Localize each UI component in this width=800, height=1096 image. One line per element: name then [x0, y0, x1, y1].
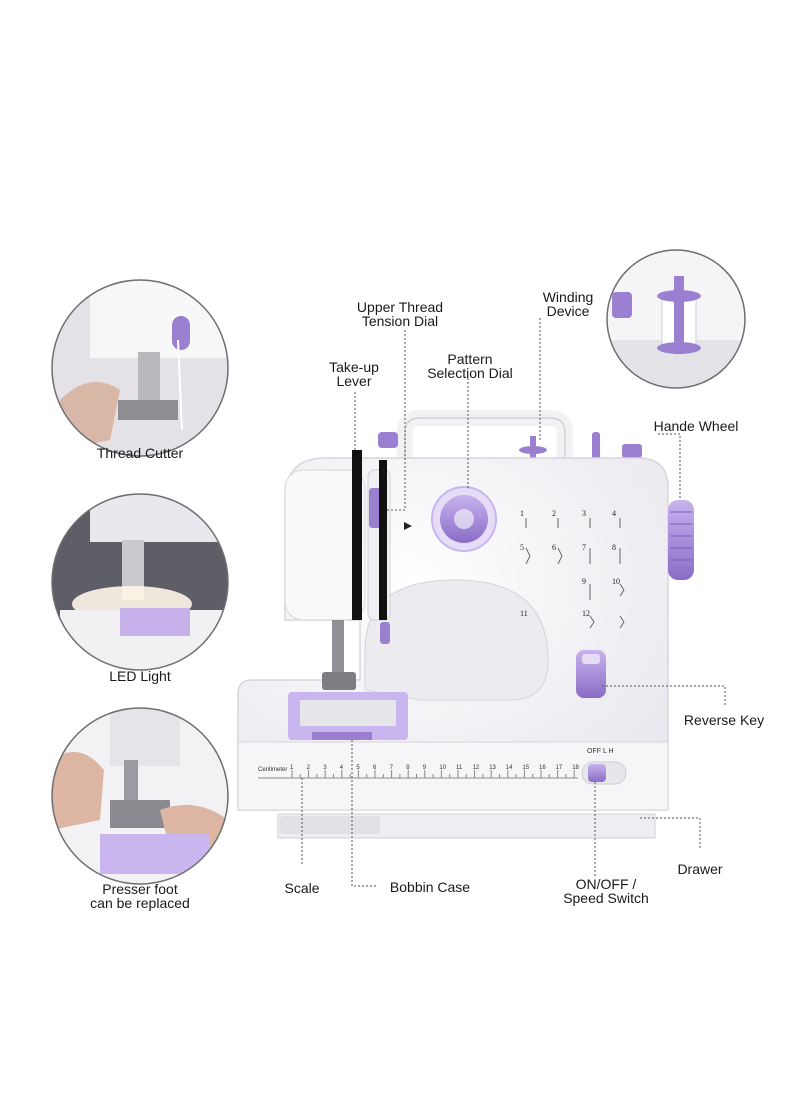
led-light-detail-image	[51, 493, 229, 671]
label-on-off-speed-switch: ON/OFF / Speed Switch	[563, 876, 649, 906]
pattern-selection-dial	[404, 486, 497, 552]
stitch-number: 7	[582, 543, 586, 552]
winding-device-detail-image	[606, 249, 746, 389]
on-off-speed-switch	[581, 761, 627, 785]
ruler-number: 12	[473, 765, 480, 771]
ruler-label: Centimeter	[258, 767, 287, 773]
ruler-number: 7	[390, 765, 394, 771]
leader-upper-thread	[385, 330, 406, 511]
thread-spindle	[378, 432, 398, 448]
label-pattern-selection-dial: Pattern Selection Dial	[427, 351, 513, 381]
label-reverse-key: Reverse Key	[683, 712, 765, 728]
stitch-number: 8	[612, 543, 616, 552]
ruler-number: 1	[290, 765, 294, 771]
ruler-number: 9	[423, 765, 427, 771]
stitch-number: 2	[552, 509, 556, 518]
stitch-number: 6	[552, 543, 556, 552]
presser-foot-detail-image	[51, 707, 229, 885]
ruler-number: 16	[539, 765, 546, 771]
label-thread-cutter: Thread Cutter	[96, 445, 184, 461]
label-winding-device: Winding Device	[542, 289, 594, 319]
ruler-number: 2	[307, 765, 311, 771]
ruler-number: 11	[456, 765, 463, 771]
switch-positions-text: OFF L H	[587, 748, 614, 755]
leader-bobbin	[351, 740, 378, 887]
thread-cutter-detail-image	[51, 279, 229, 457]
stitch-pattern-chart	[525, 518, 625, 629]
stitch-number: 3	[582, 509, 586, 518]
ruler-number: 4	[340, 765, 344, 771]
ruler-number: 13	[489, 765, 496, 771]
label-hand-wheel: Hande Wheel	[653, 418, 739, 434]
scale-ruler	[258, 770, 578, 779]
ruler-number: 5	[356, 765, 360, 771]
stitch-number: 12	[582, 609, 590, 618]
ruler-number: 14	[506, 765, 513, 771]
label-led-light: LED Light	[109, 668, 171, 684]
label-presser-foot: Presser foot can be replaced	[90, 881, 190, 911]
stitch-number: 5	[520, 543, 524, 552]
label-take-up-lever: Take-up Lever	[329, 359, 379, 389]
ruler-number: 10	[439, 765, 446, 771]
ruler-number: 6	[373, 765, 377, 771]
stitch-number: 10	[612, 577, 620, 586]
ruler-number: 17	[556, 765, 563, 771]
ruler-number: 18	[572, 765, 579, 771]
stitch-number: 11	[520, 609, 528, 618]
label-upper-thread-tension-dial: Upper Thread Tension Dial	[356, 299, 444, 329]
bobbin-case	[312, 732, 372, 740]
label-drawer: Drawer	[677, 861, 723, 877]
leader-reverse-key	[602, 685, 726, 706]
label-scale: Scale	[284, 880, 320, 896]
ruler-number: 3	[323, 765, 327, 771]
leader-drawer	[640, 817, 701, 850]
ruler-number: 15	[522, 765, 529, 771]
stitch-number: 1	[520, 509, 524, 518]
take-up-lever	[352, 450, 362, 620]
label-bobbin-case: Bobbin Case	[389, 879, 471, 895]
leader-lines	[301, 318, 726, 887]
leader-hand-wheel	[658, 433, 681, 500]
sewing-machine	[237, 410, 694, 839]
stitch-number: 9	[582, 577, 586, 586]
stitch-number: 4	[612, 509, 616, 518]
ruler-number: 8	[406, 765, 410, 771]
